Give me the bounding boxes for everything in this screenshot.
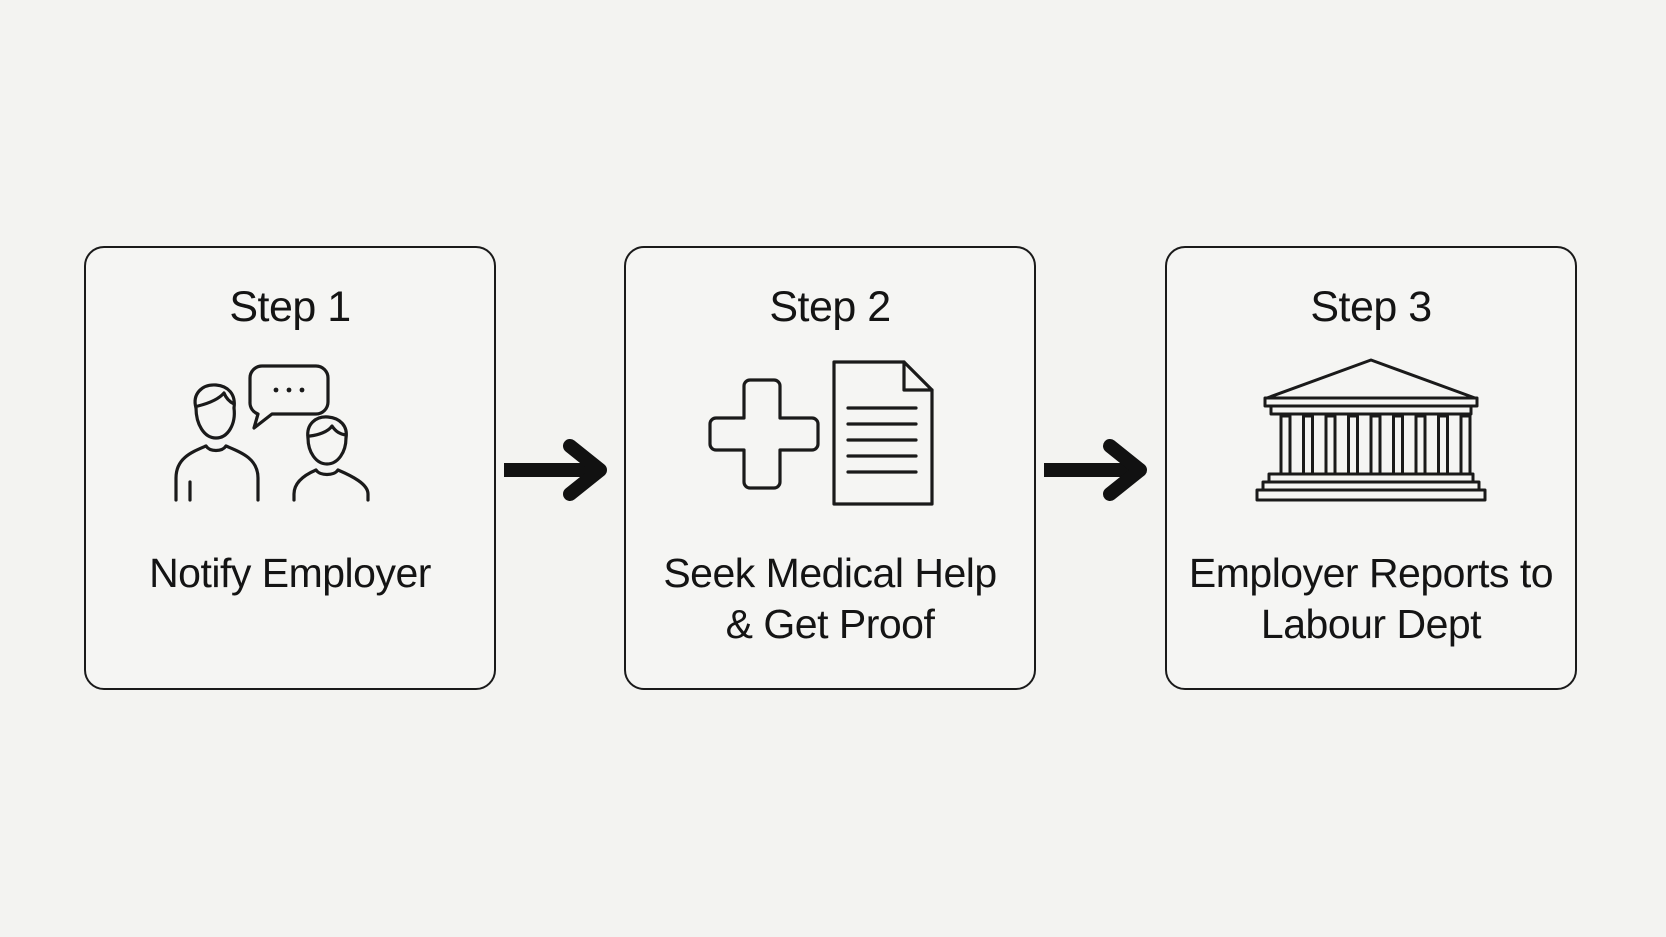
building-column [1302, 414, 1314, 476]
flow-arrow-2-icon [1042, 438, 1154, 502]
step-1-title: Step 1 [229, 283, 351, 331]
people-conversation-icon [170, 360, 410, 516]
building-column [1392, 414, 1404, 476]
building-column [1324, 414, 1337, 476]
building-column [1279, 414, 1292, 476]
medical-document-icon [708, 360, 950, 516]
step-3-title: Step 3 [1310, 283, 1432, 331]
step-2-title: Step 2 [769, 283, 891, 331]
step-1-card: Step 1 Notify Employer [84, 246, 496, 690]
building-column [1414, 414, 1427, 476]
building-column [1437, 414, 1449, 476]
step-1-label: Notify Employer [149, 550, 431, 596]
building-column [1369, 414, 1382, 476]
step-2-card: Step 2 Seek Medical Help& Get Proof [624, 246, 1036, 690]
flow-arrow-1-icon [502, 438, 614, 502]
step-2-label: Seek Medical Help& Get Proof [663, 550, 997, 647]
building-column [1347, 414, 1359, 476]
government-building-icon [1251, 358, 1491, 516]
building-column [1459, 414, 1472, 476]
